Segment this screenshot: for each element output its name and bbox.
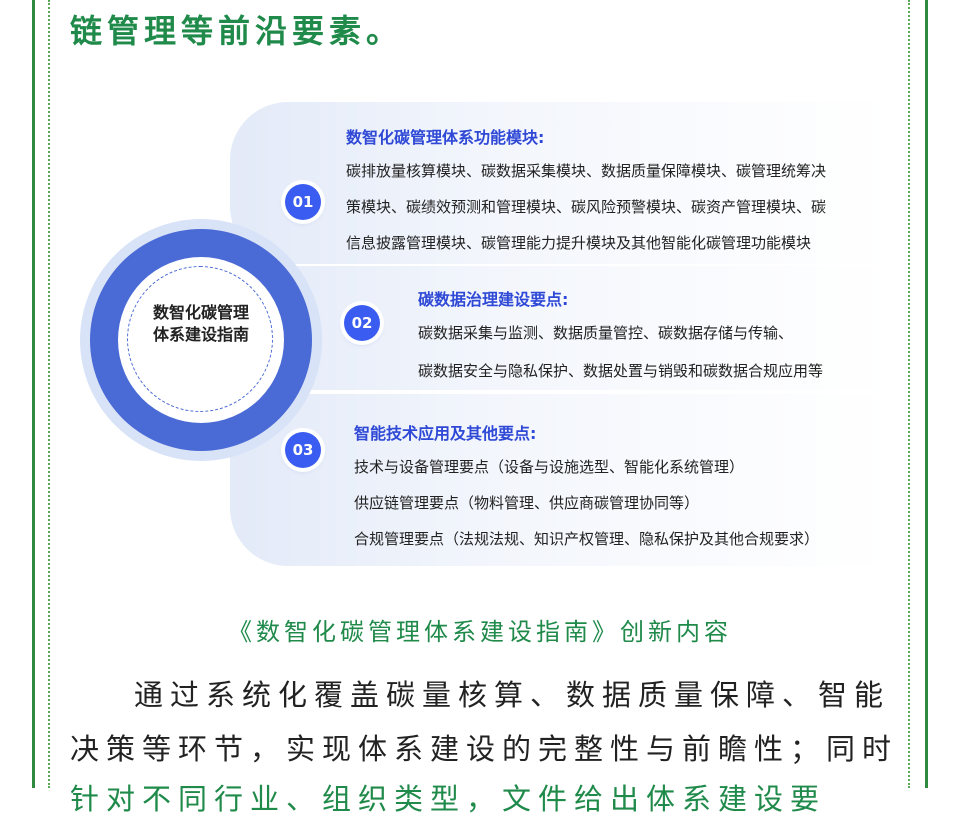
module-panel-1: 数智化碳管理体系功能模块: 碳排放量核算模块、碳数据采集模块、数据质量保障模块、… xyxy=(230,102,890,264)
module-3-title: 智能技术应用及其他要点: xyxy=(354,424,537,443)
center-title-line-2: 体系建设指南 xyxy=(152,325,249,344)
body-paragraph-line-2: 决策等环节，实现体系建设的完整性与前瞻性；同时 xyxy=(70,732,899,766)
frame-left-dotted-border xyxy=(48,0,50,788)
module-3-line-2: 供应链管理要点（物料管理、供应商碳管理协同等） xyxy=(354,494,700,512)
module-3-line-1: 技术与设备管理要点（设备与设施选型、智能化系统管理） xyxy=(354,458,745,476)
frame-left-border xyxy=(32,0,35,788)
module-3-badge: 03 xyxy=(285,432,321,468)
module-1-line-3: 信息披露管理模块、碳管理能力提升模块及其他智能化碳管理功能模块 xyxy=(346,234,812,252)
center-title-line-1: 数智化碳管理 xyxy=(152,303,249,322)
module-panel-3: 智能技术应用及其他要点: 技术与设备管理要点（设备与设施选型、智能化系统管理） … xyxy=(230,394,890,566)
module-1-line-1: 碳排放量核算模块、碳数据采集模块、数据质量保障模块、碳管理统筹决 xyxy=(346,162,827,180)
module-3-line-3: 合规管理要点（法规法规、知识产权管理、隐私保护及其他合规要求） xyxy=(354,530,820,548)
center-dashed-circle xyxy=(127,266,273,412)
module-2-title: 碳数据治理建设要点: xyxy=(418,290,569,309)
frame-right-dotted-border xyxy=(908,0,910,788)
module-panel-2: 碳数据治理建设要点: 碳数据采集与监测、数据质量管控、碳数据存储与传输、 碳数据… xyxy=(230,266,890,390)
module-1-title: 数智化碳管理体系功能模块: xyxy=(346,128,545,147)
module-2-line-2: 碳数据安全与隐私保护、数据处置与销毁和碳数据合规应用等 xyxy=(418,362,824,380)
diagram-caption: 《数智化碳管理体系建设指南》创新内容 xyxy=(228,618,732,646)
module-1-badge: 01 xyxy=(285,184,321,220)
module-2-badge: 02 xyxy=(344,305,380,341)
module-1-line-2: 策模块、碳绩效预测和管理模块、碳风险预警模块、碳资产管理模块、碳 xyxy=(346,198,827,216)
body-paragraph-line-1: 通过系统化覆盖碳量核算、数据质量保障、智能 xyxy=(134,678,891,712)
center-title: 数智化碳管理 体系建设指南 xyxy=(120,302,282,346)
body-paragraph-line-3: 针对不同行业、组织类型，文件给出体系建设要 xyxy=(70,782,827,816)
module-2-line-1: 碳数据采集与监测、数据质量管控、碳数据存储与传输、 xyxy=(418,324,794,342)
frame-right-border xyxy=(925,0,928,788)
intro-text-tail: 链管理等前沿要素。 xyxy=(70,12,404,50)
